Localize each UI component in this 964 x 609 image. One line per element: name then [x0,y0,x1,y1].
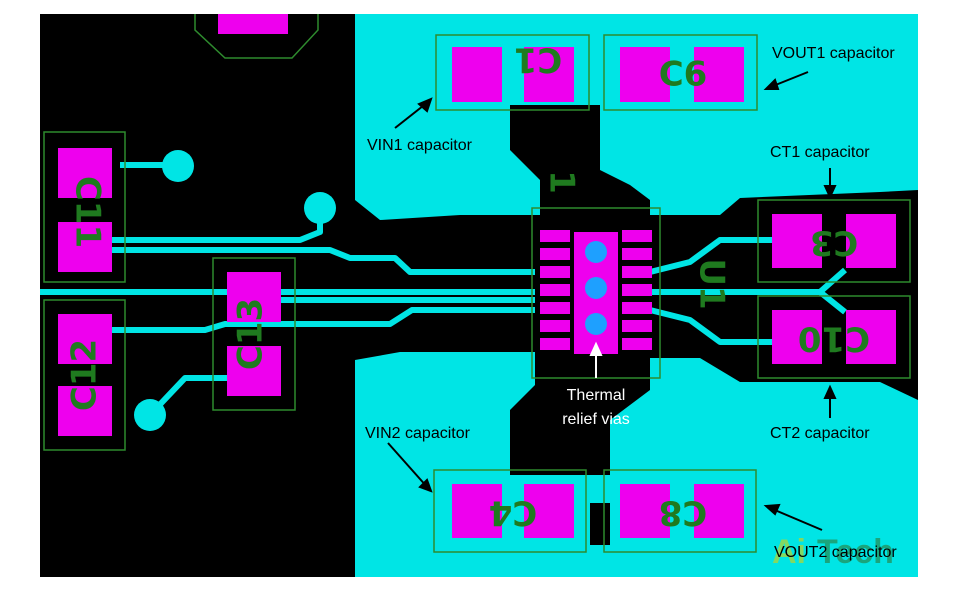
c11-outline [43,131,126,283]
label-vout1-capacitor: VOUT1 capacitor [772,45,895,62]
thermal-via [585,277,607,299]
c8-outline [603,469,757,553]
label-thermal: Thermal [567,387,626,404]
c13-outline [212,257,296,411]
test-point [162,150,194,182]
pads [58,14,896,538]
silk-c6: C6 [659,55,708,95]
label-vout2-capacitor: VOUT2 capacitor [774,544,897,561]
test-points [134,150,336,431]
label-ct2-capacitor: CT2 capacitor [770,425,870,442]
c10-outline [757,295,911,379]
test-point [134,399,166,431]
label-ct1-capacitor: CT1 capacitor [770,144,870,161]
silk-c8: C8 [659,493,708,533]
thermal-vias [585,241,607,335]
thermal-via [585,241,607,263]
silk-u1: U1 [692,258,732,309]
label-vin1-capacitor: VIN1 capacitor [367,137,473,154]
thermal-via [585,313,607,335]
top-part-outline [194,14,319,59]
c4-outline [433,469,587,553]
silk-c4: C4 [489,493,538,533]
thermal-arrow [589,341,603,378]
silk-c10: C10 [798,319,870,359]
silk-c3: C3 [810,223,859,263]
silkscreen: C1 C6 C11 C12 C13 C3 C10 C4 C8 U1 1 [65,40,871,533]
silk-c13: C13 [231,298,271,370]
silk-c12: C12 [65,339,105,411]
c6-outline [603,34,758,111]
c3-outline [757,199,911,283]
label-vin2-capacitor: VIN2 capacitor [365,425,471,442]
c1-outline [435,34,590,111]
watermark-ai: Ai [772,533,806,571]
component-outlines [43,14,911,553]
silk-pin1: 1 [542,170,582,194]
label-relief-vias: relief vias [562,411,630,428]
test-point [304,192,336,224]
silk-c11: C11 [68,176,108,248]
watermark-tech: Tech [817,533,894,571]
c12-outline [43,299,126,451]
silk-c1: C1 [514,40,563,80]
annotation-arrows [387,71,837,531]
